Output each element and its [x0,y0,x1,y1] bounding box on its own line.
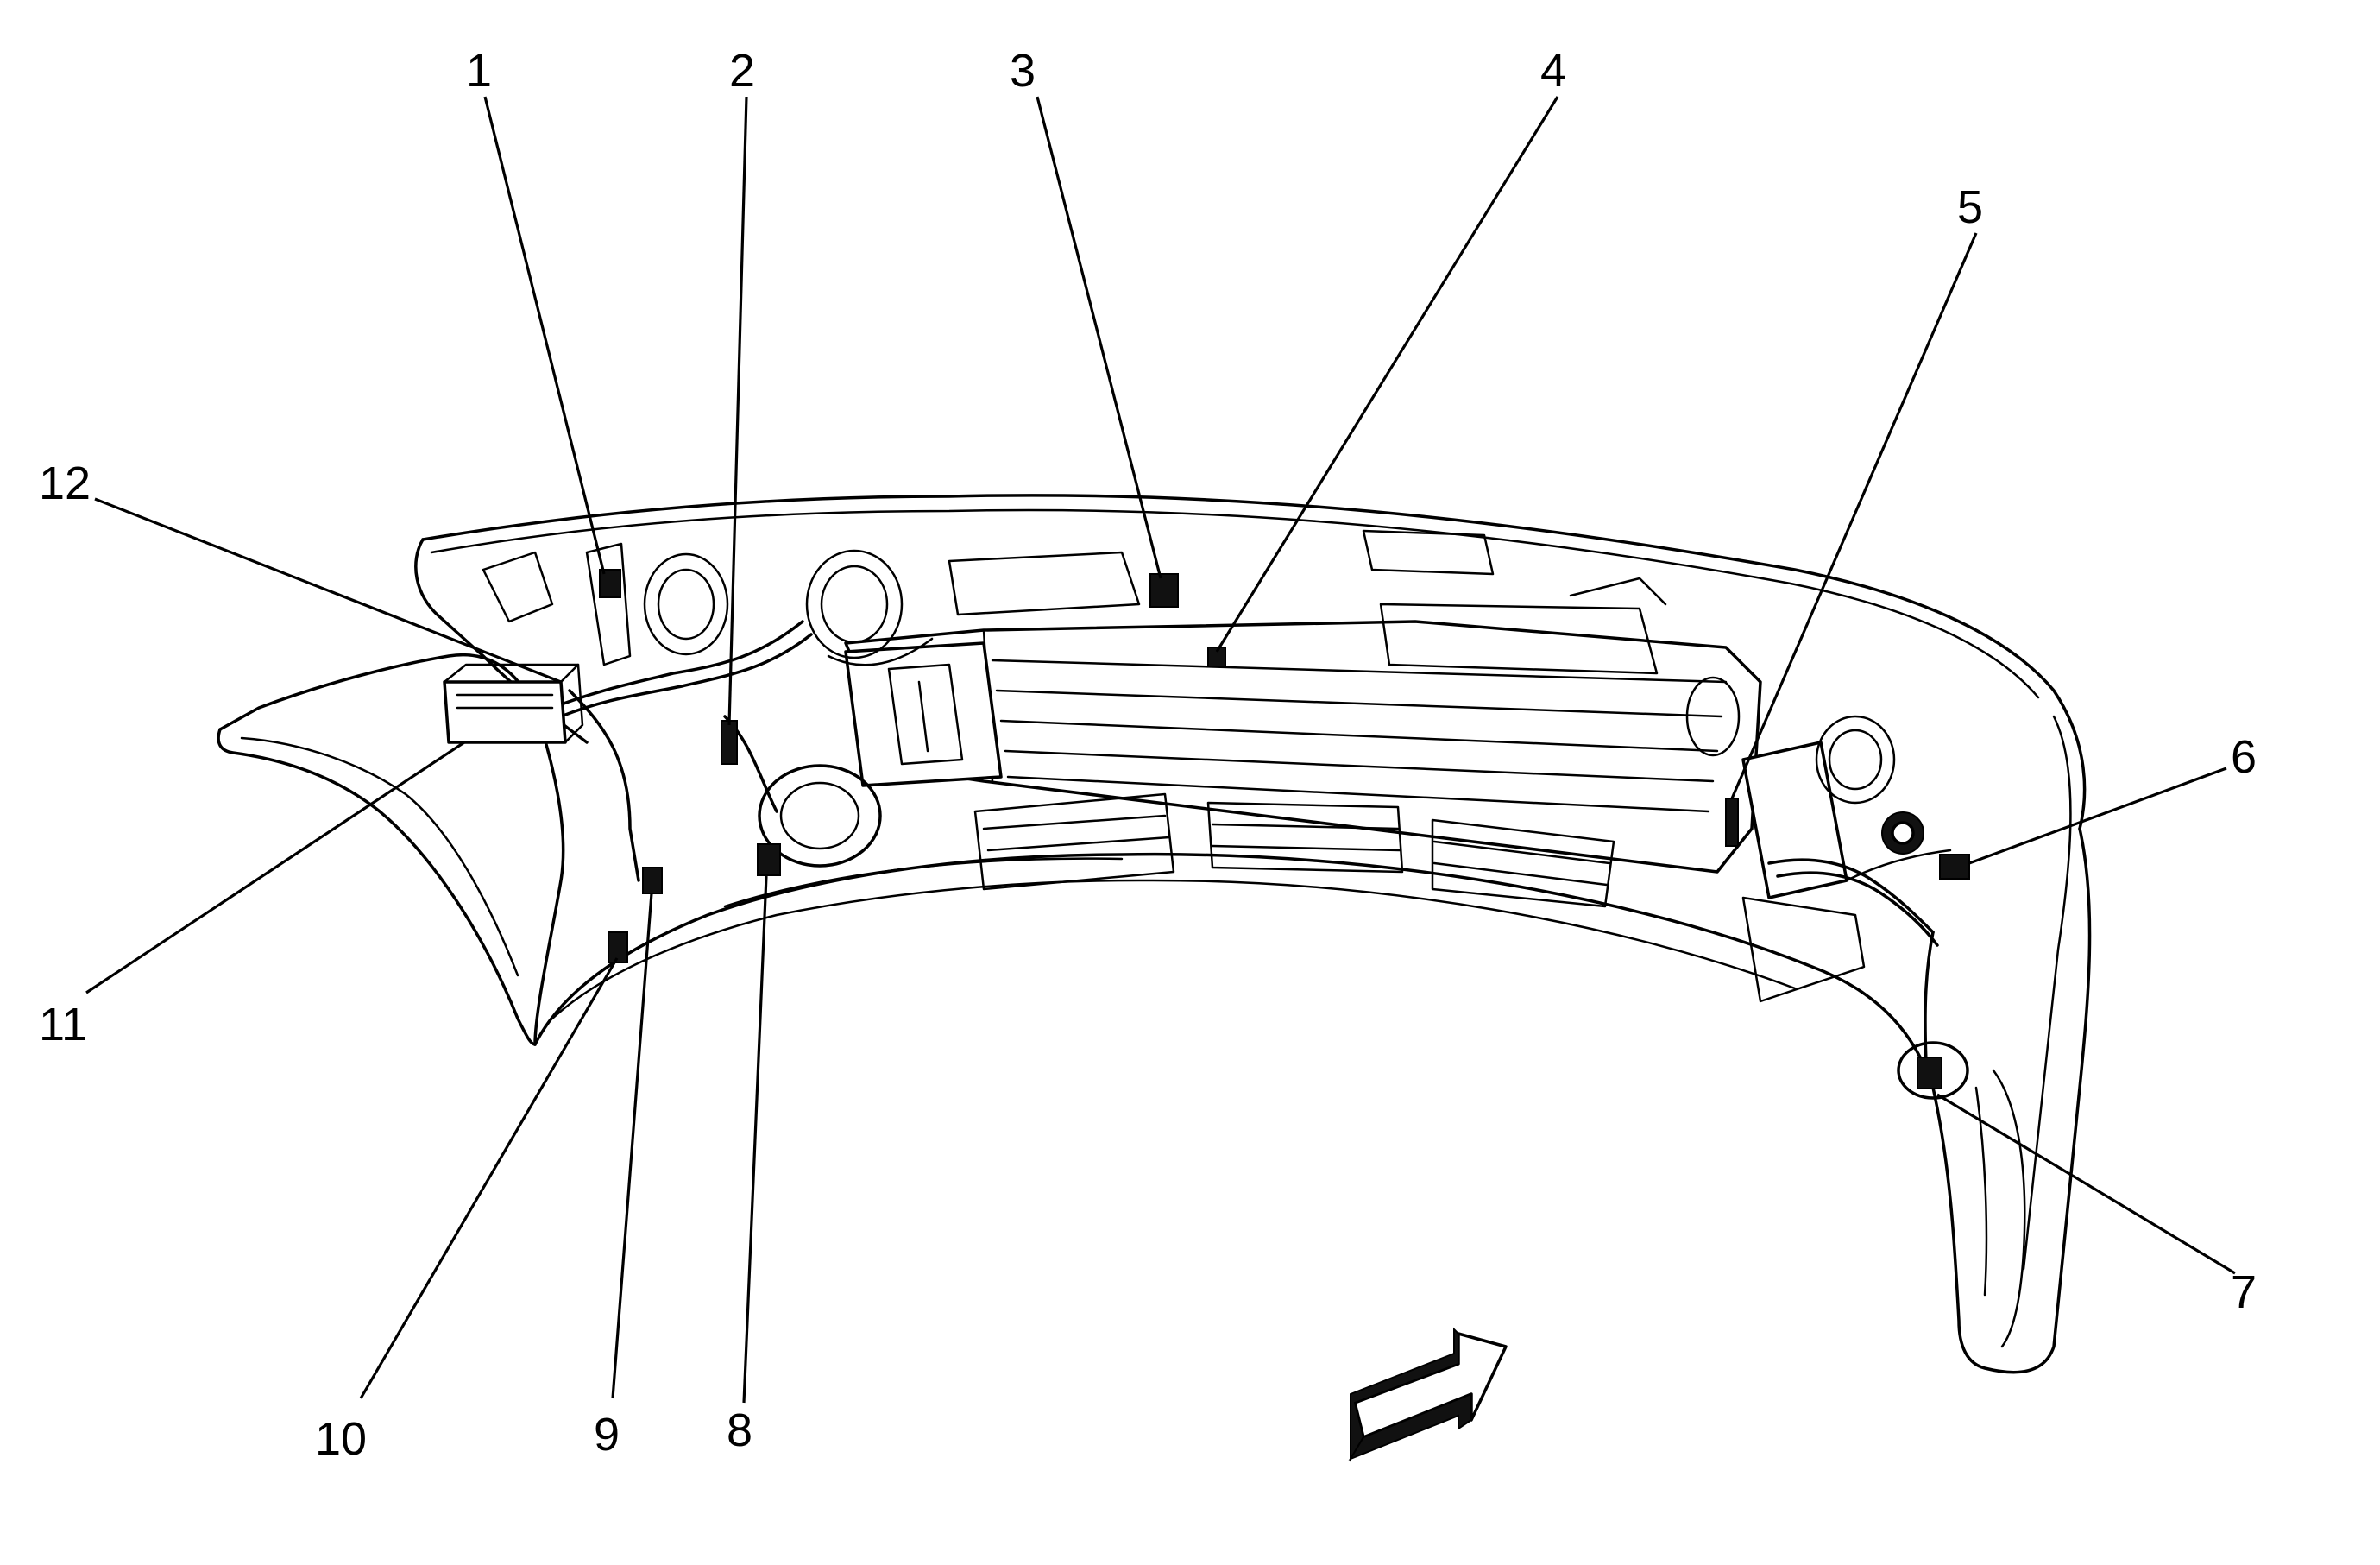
leader-line-10 [359,957,619,1399]
forward-direction-arrow-icon [1348,1327,1508,1462]
leader-line-1 [483,96,606,575]
callout-1: 1 [466,45,492,97]
callout-12: 12 [39,458,91,509]
callout-3: 3 [1010,45,1036,97]
leader-line-6 [1968,767,2227,865]
leader-line-2 [727,96,748,726]
callout-4: 4 [1540,45,1566,97]
leader-line-7 [1936,1093,2236,1275]
leader-line-4 [1215,96,1559,653]
leader-line-9 [611,893,653,1399]
leader-line-11 [85,741,465,994]
left-lamp-cluster [482,542,904,868]
callout-9: 9 [594,1409,620,1461]
leader-line-12 [94,497,562,684]
right-wiring-harness [1725,798,1970,1089]
callout-11: 11 [39,999,87,1051]
callout-8: 8 [727,1404,752,1456]
callout-5: 5 [1957,181,1983,233]
bumper-fascia [217,494,2092,1374]
leader-line-3 [1036,96,1162,579]
callout-2: 2 [729,45,755,97]
electronic-control-module [443,663,584,744]
leader-lines [85,96,2236,1404]
callout-7: 7 [2231,1266,2257,1318]
left-wiring-harness [551,569,1226,963]
callout-6: 6 [2231,731,2257,783]
callout-labels: 1 2 3 4 5 6 7 8 9 10 11 12 [39,45,2257,1465]
leader-line-5 [1730,232,1978,799]
callout-10: 10 [315,1413,367,1465]
leader-line-8 [742,875,768,1404]
